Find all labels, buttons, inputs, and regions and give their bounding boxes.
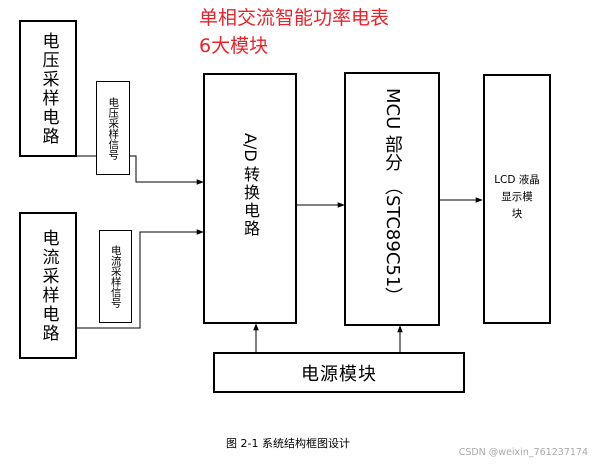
ad-prefix-label: A/D [241, 133, 260, 162]
current-sampling-label: 电流采样电路 [38, 228, 59, 343]
current-signal-label: 电流采样信号 [109, 245, 122, 308]
mcu-title-label: MCU 部分 [382, 88, 403, 171]
wire-current-to-ad [77, 229, 204, 329]
voltage-sampling-label: 电压采样电路 [38, 31, 59, 146]
diagram-title-line1: 单相交流智能功率电表 [199, 7, 390, 29]
mcu-block: MCU 部分 （STC89C51） [344, 72, 440, 326]
ad-suffix-label: 转换电路 [241, 165, 260, 238]
lcd-display-block: LCD 液晶 显示模 块 [483, 74, 551, 324]
lcd-label-line3: 块 [511, 208, 523, 220]
current-sampling-block: 电流采样电路 [19, 212, 77, 359]
watermark: CSDN @weixin_761237174 [458, 447, 588, 458]
power-module-block: 电源模块 [213, 352, 465, 393]
ad-conversion-block: A/D 转换电路 [203, 73, 297, 324]
voltage-signal-block: 电压采样信号 [96, 81, 130, 175]
current-signal-block: 电流采样信号 [99, 230, 132, 323]
voltage-sampling-block: 电压采样电路 [19, 20, 77, 157]
figure-caption: 图 2-1 系统结构框图设计 [226, 437, 350, 450]
lcd-label-line2: 显示模 [501, 191, 533, 203]
voltage-signal-label: 电压采样信号 [107, 96, 120, 160]
diagram-title-line2: 6大模块 [199, 35, 269, 57]
mcu-chip-label: （STC89C51） [382, 177, 403, 306]
lcd-label-line1: LCD 液晶 [494, 174, 540, 186]
power-module-label: 电源模块 [301, 363, 377, 385]
